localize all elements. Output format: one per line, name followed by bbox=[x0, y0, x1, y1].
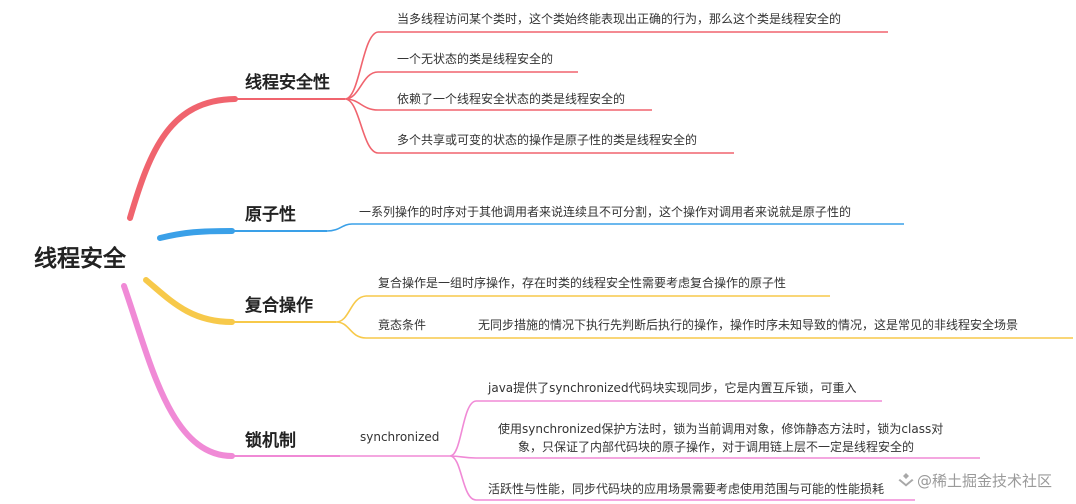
connector-root-thread-safety bbox=[127, 96, 238, 221]
compound-item-1: 复合操作是一组时序操作，存在时类的线程安全性需要考虑复合操作的原子性 bbox=[378, 276, 787, 290]
connector-atomicity-item bbox=[326, 223, 904, 232]
locking-item-2-line-2: 象，只保证了内部代码块的原子操作，对于调用链上层不一定是线程安全的 bbox=[518, 440, 915, 454]
connector-root-locking bbox=[121, 283, 235, 459]
juejin-logo-icon bbox=[897, 471, 915, 489]
branch-compound: 复合操作 bbox=[245, 296, 313, 316]
item-underlines-locking bbox=[476, 400, 980, 501]
connector-root-atomicity bbox=[157, 228, 235, 241]
watermark: @稀土掘金技术社区 bbox=[897, 470, 1052, 491]
branch-thread-safety: 线程安全性 bbox=[245, 73, 330, 93]
locking-item-3: 活跃性与性能，同步代码块的应用场景需要考虑使用范围与可能的性能损耗 bbox=[488, 482, 885, 496]
thread-safety-item-1: 当多线程访问某个类时，这个类始终能表现出正确的行为，那么这个类是线程安全的 bbox=[397, 12, 842, 26]
thread-safety-item-3: 依赖了一个线程安全状态的类是线程安全的 bbox=[397, 92, 626, 106]
thread-safety-item-4: 多个共享或可变的状态的操作是原子性的类是线程安全的 bbox=[397, 133, 698, 147]
race-condition-label: 竟态条件 bbox=[378, 318, 427, 332]
branch-locking: 锁机制 bbox=[245, 431, 296, 451]
connector-sub-items bbox=[449, 400, 477, 501]
locking-item-2-line-1: 使用synchronized保护方法时，锁为当前调用对象，修饰静态方法时，锁为c… bbox=[498, 422, 944, 436]
thread-safety-item-2: 一个无状态的类是线程安全的 bbox=[397, 52, 554, 66]
atomicity-item-1: 一系列操作的时序对于其他调用者来说连续且不可分割，这个操作对调用者来说就是原子性… bbox=[359, 205, 852, 219]
locking-item-1: java提供了synchronized代码块实现同步，它是内置互斥锁，可重入 bbox=[488, 381, 857, 395]
connector-root-compound bbox=[143, 277, 235, 325]
root-topic: 线程安全 bbox=[34, 246, 126, 272]
watermark-text: @稀土掘金技术社区 bbox=[917, 472, 1053, 490]
connector-thread-safety-items bbox=[344, 31, 379, 154]
item-underlines-compound bbox=[366, 295, 1073, 339]
synchronized-label: synchronized bbox=[360, 430, 440, 444]
race-condition-desc: 无同步措施的情况下执行先判断后执行的操作，操作时序未知导致的情况，这是常见的非线… bbox=[478, 318, 1019, 332]
item-underlines-thread-safety bbox=[378, 31, 888, 154]
branch-atomicity: 原子性 bbox=[245, 205, 296, 225]
connector-compound-items bbox=[335, 295, 367, 339]
